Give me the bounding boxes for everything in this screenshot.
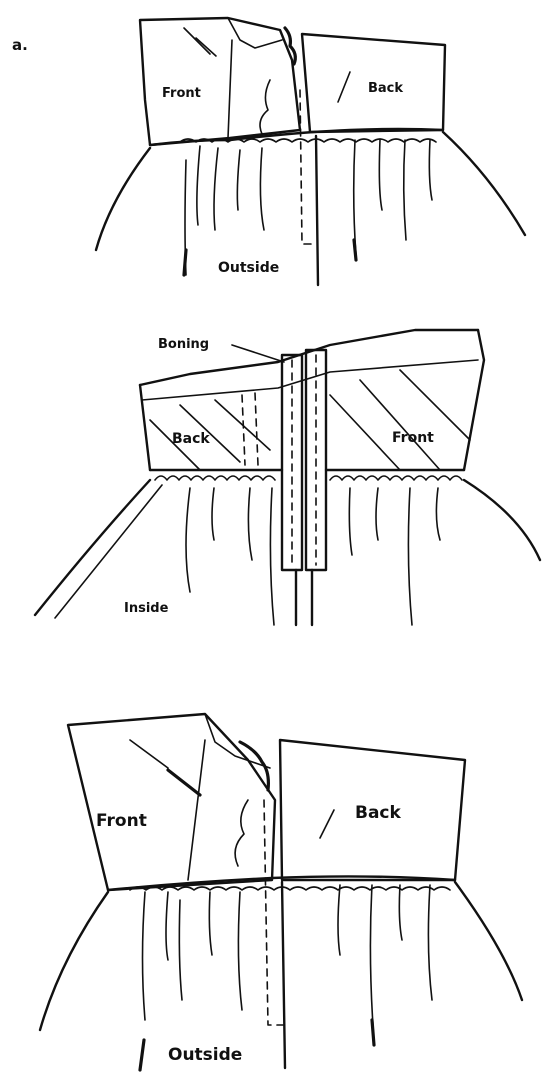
- fold-line: [354, 140, 356, 255]
- fold-tip: [184, 250, 186, 275]
- fold-line: [436, 488, 440, 540]
- label-front: Front: [96, 811, 147, 831]
- label-inside: Inside: [124, 601, 169, 616]
- fold-line: [429, 140, 432, 200]
- skirt-left-edge: [35, 480, 150, 615]
- figure-letter: a.: [12, 36, 28, 54]
- boning-dashed-channel: [242, 395, 245, 465]
- left-side-edge: [140, 385, 150, 470]
- bodice-front-panel: [140, 18, 300, 145]
- fold-line: [379, 140, 382, 210]
- label-back: Back: [172, 431, 210, 447]
- fold-line: [270, 488, 274, 625]
- fold-tip: [354, 240, 356, 260]
- skirt-right-edge: [464, 480, 540, 560]
- front-zipper-curve: [260, 80, 270, 134]
- fold-line: [260, 148, 264, 230]
- interfacing-diagonal: [360, 380, 440, 470]
- label-boning: Boning: [158, 337, 209, 352]
- skirt-right-edge: [443, 132, 525, 235]
- label-back: Back: [368, 81, 403, 96]
- fold-line: [370, 885, 374, 1040]
- fold-line: [399, 885, 402, 940]
- figure-b: Boning Back Front Inside: [35, 330, 540, 625]
- skirt-right-edge: [455, 882, 522, 1000]
- front-shade-2: [168, 770, 200, 795]
- fold-line: [237, 150, 240, 210]
- back-shade: [320, 810, 334, 838]
- back-shade: [338, 72, 350, 102]
- label-outside: Outside: [168, 1045, 242, 1065]
- fold-line: [349, 488, 352, 555]
- fold-line: [209, 892, 212, 955]
- fold-line: [166, 892, 168, 960]
- label-front: Front: [162, 86, 201, 101]
- label-front: Front: [392, 430, 434, 446]
- figure-c: Front Back Outside: [40, 714, 522, 1070]
- fold-line: [376, 488, 378, 540]
- fold-line: [238, 892, 242, 1010]
- fold-line: [338, 885, 340, 955]
- figure-a: a. Front Back Outside: [12, 18, 525, 285]
- label-back: Back: [355, 803, 402, 823]
- fold-line: [212, 488, 214, 540]
- right-side-edge: [464, 330, 484, 470]
- fold-tip: [140, 1040, 144, 1070]
- front-shade-1: [130, 740, 168, 768]
- fold-line: [143, 892, 146, 1020]
- skirt-left-edge: [96, 148, 150, 250]
- front-seam-line: [228, 40, 232, 138]
- skirt-left-edge: [40, 892, 108, 1030]
- fold-line: [179, 900, 182, 1000]
- fold-line: [404, 140, 406, 240]
- boning-leader-line: [232, 345, 284, 362]
- boning-dashed-channel: [255, 393, 258, 465]
- fold-line: [428, 885, 432, 1000]
- front-seam-line: [188, 740, 205, 880]
- front-fold: [228, 18, 282, 48]
- front-shade-2: [196, 38, 216, 56]
- fold-line: [248, 488, 252, 560]
- center-back-line: [316, 136, 318, 285]
- fold-line: [186, 488, 190, 592]
- fold-line: [214, 148, 218, 230]
- gather-stitches-right: [330, 476, 462, 480]
- bodice-front-panel: [68, 714, 275, 890]
- center-back-line: [282, 882, 285, 1068]
- interfacing-diagonal: [330, 395, 400, 470]
- top-facing-line: [142, 360, 478, 400]
- fold-tip: [372, 1020, 374, 1045]
- front-shade-1: [184, 28, 210, 54]
- fold-line: [197, 146, 200, 225]
- gather-stitches: [130, 887, 450, 890]
- gather-stitches-left: [155, 476, 275, 480]
- label-outside: Outside: [218, 260, 279, 276]
- fold-line: [408, 488, 412, 625]
- front-zipper-curve: [235, 800, 248, 866]
- skirt-left-inner-edge: [55, 485, 162, 618]
